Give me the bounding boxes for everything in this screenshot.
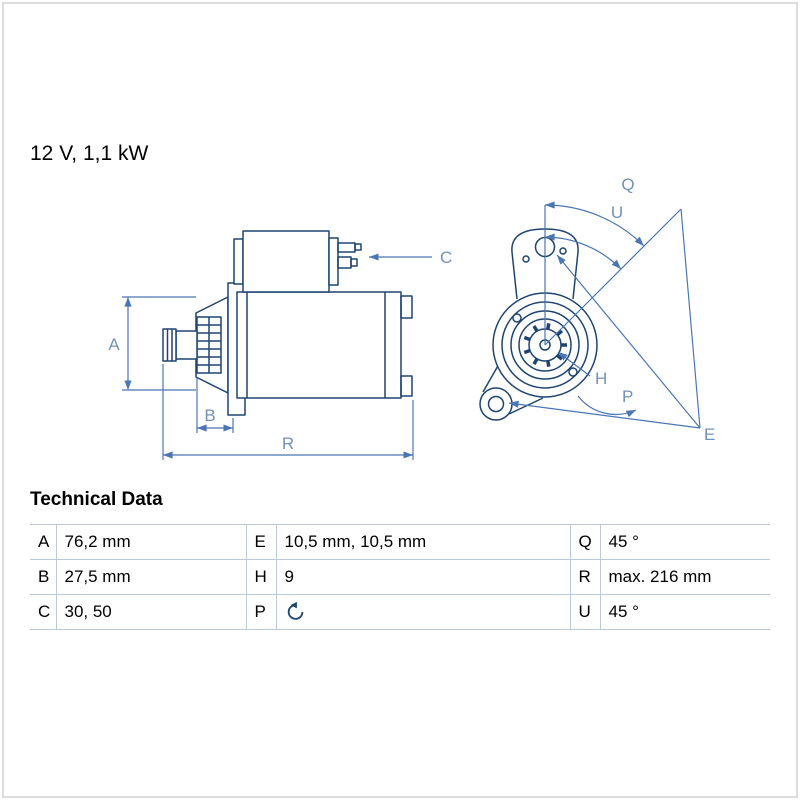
param-key: A [38, 532, 50, 551]
param-value: 10,5 mm, 10,5 mm [275, 524, 570, 560]
param-key: Q [569, 524, 600, 560]
terminal-50 [337, 256, 352, 269]
table-row: B 27,5 mm H 9 R max. 216 mm [30, 559, 770, 595]
dim-arrow-h [557, 351, 591, 377]
dim-label-b: B [204, 406, 215, 425]
dim-label-p: P [622, 387, 633, 406]
dim-arrow-e2 [556, 254, 701, 429]
dim-label-a: A [108, 335, 120, 354]
param-value: 30, 50 [55, 594, 246, 630]
param-value: 76,2 mm [55, 524, 246, 560]
param-key: B [38, 567, 50, 586]
angle-arc-q [544, 201, 645, 247]
table-row: C 30, 50 P U 45 ° [30, 594, 770, 630]
dim-label-c: C [440, 248, 452, 267]
param-key: U [569, 594, 600, 630]
param-value: 9 [275, 559, 570, 595]
dim-arrow-e1 [508, 400, 701, 429]
dim-label-u: U [611, 203, 623, 222]
param-value: max. 216 mm [599, 559, 770, 595]
dim-label-r: R [282, 434, 294, 453]
terminal-30 [337, 242, 356, 253]
param-value [275, 594, 570, 630]
side-view-drawing [162, 230, 413, 416]
product-spec-title: 12 V, 1,1 kW [30, 142, 149, 165]
param-key: H [245, 559, 276, 595]
rear-view-drawing [479, 228, 598, 421]
param-value: 45 ° [599, 524, 770, 560]
rotation-arc-p [577, 395, 637, 418]
drive-shaft [175, 330, 198, 360]
angle-arc-u [544, 233, 622, 270]
technical-data-table: A 76,2 mm E 10,5 mm, 10,5 mm Q 45 ° B 27… [30, 524, 770, 630]
dim-label-q: Q [621, 175, 634, 194]
dim-label-h: H [595, 369, 607, 388]
dimension-lines [122, 201, 701, 460]
param-key: C [38, 602, 51, 621]
param-value: 45 ° [599, 594, 770, 630]
lug-mounting-hole [487, 395, 505, 413]
solenoid [242, 230, 330, 293]
param-key: P [245, 594, 276, 630]
technical-data-heading: Technical Data [30, 489, 163, 510]
param-value: 27,5 mm [55, 559, 246, 595]
rotation-direction-icon [287, 601, 303, 620]
table-row: A 76,2 mm E 10,5 mm, 10,5 mm Q 45 ° [30, 524, 770, 560]
dimension-labels: A B R C Q U H P E [108, 175, 715, 453]
dim-label-e: E [704, 425, 715, 444]
technical-data-section: Technical Data A 76,2 mm E 10,5 mm, 10,5… [30, 489, 770, 630]
param-key: R [569, 559, 600, 595]
motor-body [236, 291, 402, 399]
param-key: E [245, 524, 276, 560]
